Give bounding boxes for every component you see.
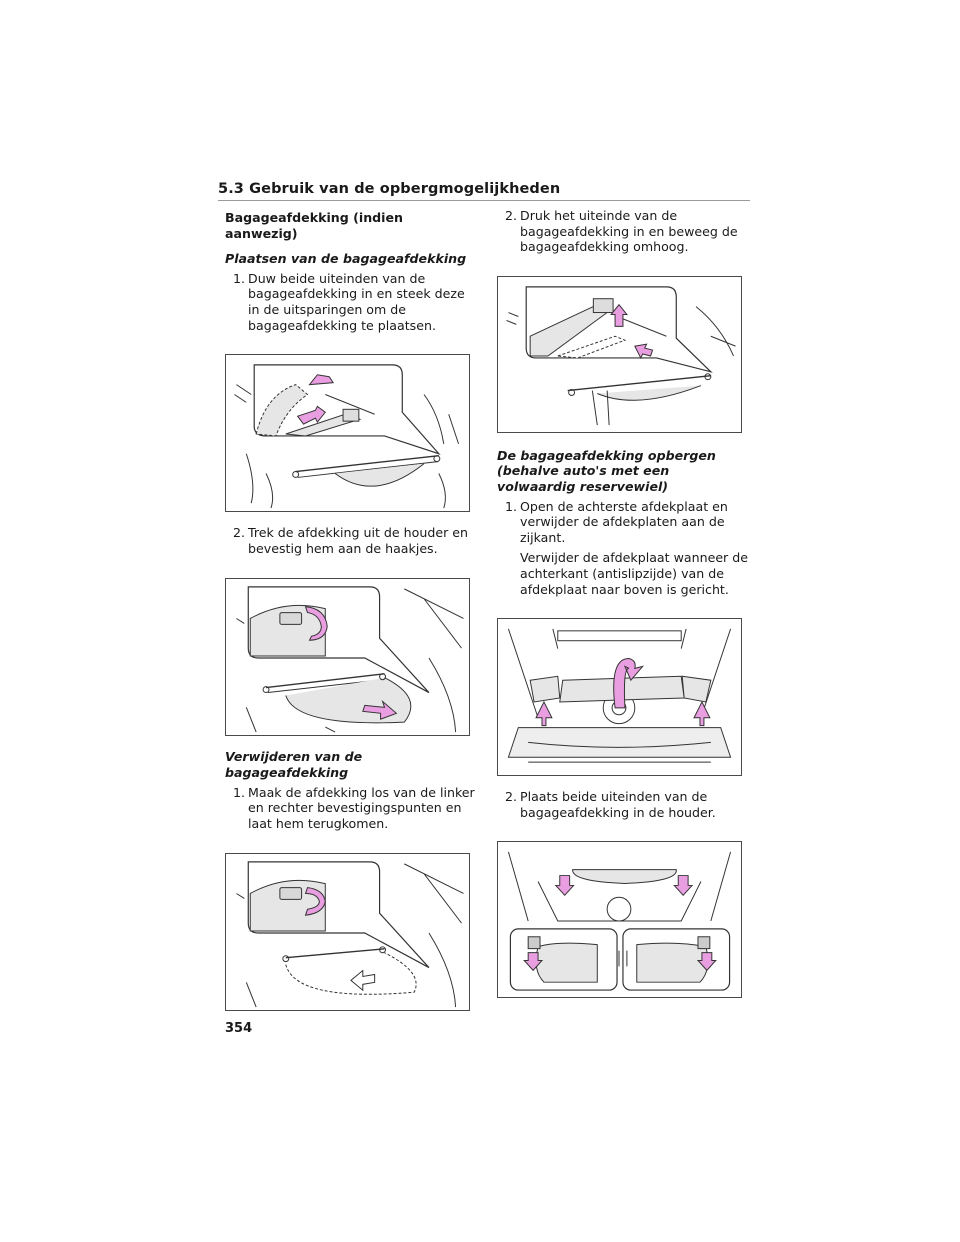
illustration-insert-cover: [225, 354, 470, 513]
page-number: 354: [225, 1021, 253, 1036]
step-text: Maak de afdekking los van de linker en r…: [248, 784, 475, 831]
step-number: 2.: [504, 789, 517, 805]
step-number: 2.: [232, 525, 245, 541]
step-text: Open de achterste afdekplaat en verwijde…: [520, 498, 728, 545]
section-title: 5.3 Gebruik van de opbergmogelijkheden: [218, 181, 561, 197]
subheading-store: De bagageafdekking opbergen (behalve aut…: [497, 447, 716, 494]
subheading-remove: Verwijderen van de bagageafdekking: [225, 749, 363, 780]
illustration-release-cover: [225, 853, 470, 1012]
step-note: Verwijder de afdekplaat wanneer de achte…: [520, 550, 748, 597]
step-remove-2: 2. Druk het uiteinde van de bagageafdekk…: [497, 208, 750, 255]
section-heading: Bagageafdekking (indien aanwezig): [225, 210, 404, 241]
step-text: Druk het uiteinde van de bagageafdekking…: [520, 208, 738, 255]
step-text: Plaats beide uiteinden van de bagageafde…: [520, 789, 716, 820]
step-text: Duw beide uiteinden van de bagageafdekki…: [248, 270, 465, 333]
step-number: 2.: [504, 208, 517, 223]
step-number: 1.: [504, 498, 517, 514]
section-header: 5.3 Gebruik van de opbergmogelijkheden: [218, 181, 750, 201]
right-column: 2. Druk het uiteinde van de bagageafdekk…: [497, 208, 750, 999]
subheading-place: Plaatsen van de bagageafdekking: [225, 251, 467, 267]
step-number: 1.: [232, 784, 245, 800]
step-store-2: 2. Plaats beide uiteinden van de bagagea…: [497, 789, 750, 820]
illustration-lift-cover: [497, 275, 742, 433]
step-place-1: 1. Duw beide uiteinden van de bagageafde…: [225, 271, 478, 333]
illustration-attach-hooks: [225, 578, 470, 737]
illustration-place-in-holder: [497, 841, 742, 999]
step-place-2: 2. Trek de afdekking uit de houder en be…: [225, 525, 478, 556]
step-number: 1.: [232, 270, 245, 286]
step-store-1: 1. Open de achterste afdekplaat en verwi…: [497, 499, 750, 546]
left-column: Bagageafdekking (indien aanwezig) Plaats…: [225, 208, 478, 1012]
header-divider: [218, 200, 750, 201]
step-text: Trek de afdekking uit de houder en beves…: [248, 525, 468, 556]
step-remove-1: 1. Maak de afdekking los van de linker e…: [225, 785, 478, 832]
illustration-open-boards: [497, 618, 742, 777]
